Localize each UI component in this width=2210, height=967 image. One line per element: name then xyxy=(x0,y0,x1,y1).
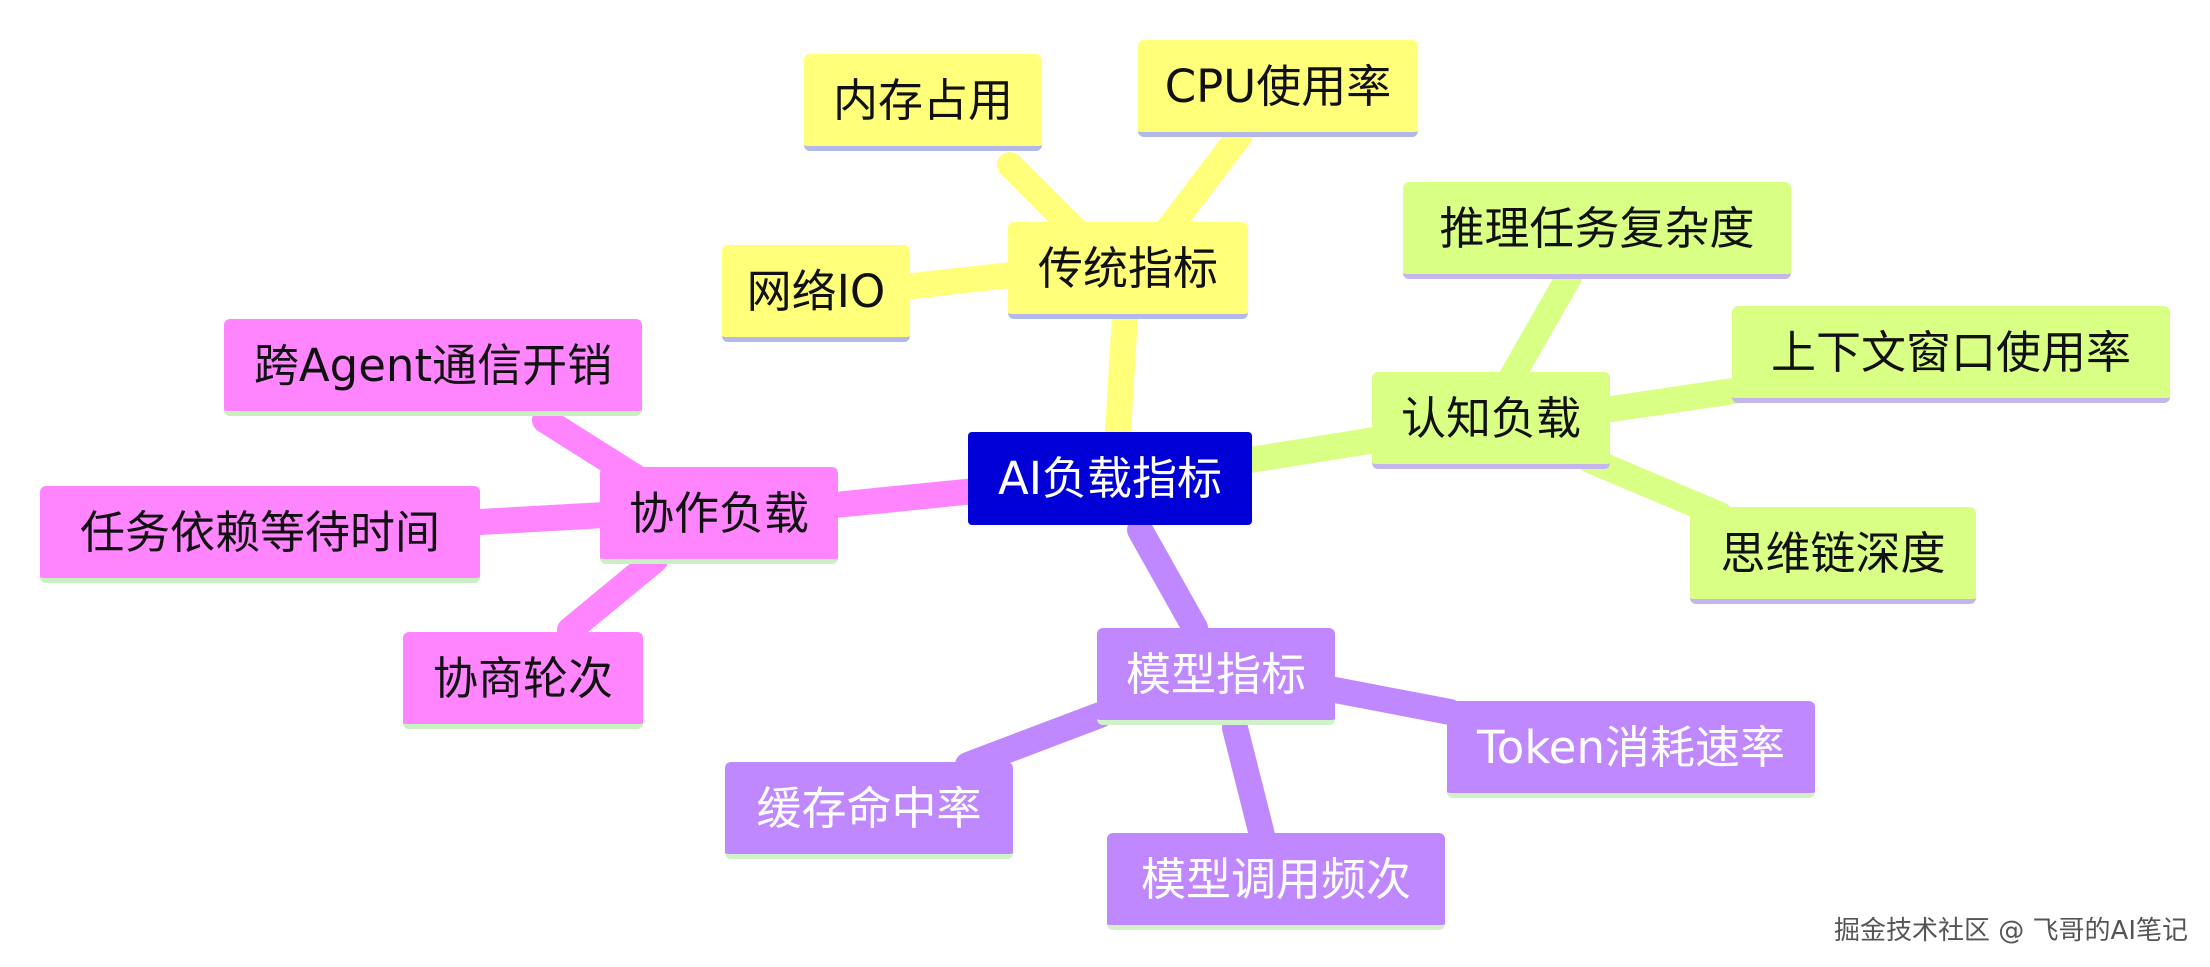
edge-model-token xyxy=(1322,677,1463,725)
root-node: AI负载指标 xyxy=(968,432,1252,525)
branch-traditional: 传统指标 xyxy=(1008,222,1248,319)
edge-model-calls xyxy=(1222,715,1275,848)
branch-collaboration: 协作负载 xyxy=(600,467,838,564)
edge-collaboration-negotiation xyxy=(557,547,668,643)
leaf-reasoning-complexity: 推理任务复杂度 xyxy=(1403,182,1791,279)
edge-root-model xyxy=(1127,517,1208,641)
watermark: 掘金技术社区 @ 飞哥的AI笔记 xyxy=(1834,916,2188,946)
leaf-network-io: 网络IO xyxy=(722,245,910,342)
edge-traditional-network xyxy=(882,262,1023,301)
edge-model-cache xyxy=(955,702,1113,778)
leaf-cpu-usage: CPU使用率 xyxy=(1138,40,1418,137)
edge-cognitive-cot xyxy=(1577,447,1733,528)
edge-cognitive-reasoning xyxy=(1497,262,1583,393)
branch-model: 模型指标 xyxy=(1097,628,1335,725)
leaf-token-rate: Token消耗速率 xyxy=(1447,701,1815,798)
leaf-context-window-usage: 上下文窗口使用率 xyxy=(1732,306,2170,403)
branch-cognitive: 认知负载 xyxy=(1372,372,1610,469)
edge-cognitive-context xyxy=(1592,377,1753,423)
leaf-negotiation-rounds: 协商轮次 xyxy=(403,632,643,729)
leaf-dependency-wait-time: 任务依赖等待时间 xyxy=(40,486,480,583)
edge-collaboration-wait xyxy=(467,502,618,535)
leaf-model-call-frequency: 模型调用频次 xyxy=(1107,833,1445,930)
leaf-cross-agent-overhead: 跨Agent通信开销 xyxy=(224,319,642,416)
leaf-cot-depth: 思维链深度 xyxy=(1690,507,1976,604)
edge-root-collaboration xyxy=(822,477,998,518)
edge-root-cognitive xyxy=(1237,427,1388,473)
leaf-cache-hit-rate: 缓存命中率 xyxy=(725,762,1013,859)
leaf-memory-usage: 内存占用 xyxy=(804,54,1042,151)
